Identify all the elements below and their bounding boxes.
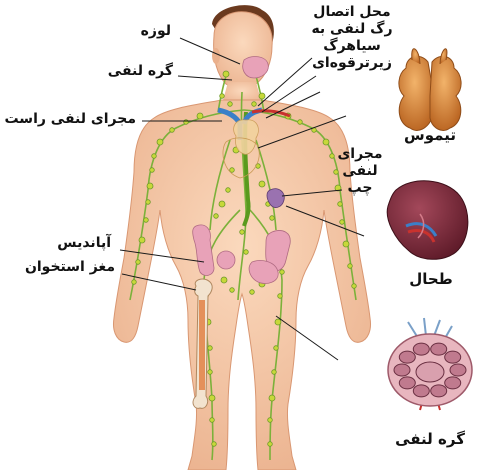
lymph-node-dot: [343, 241, 349, 247]
lymph-node-dot: [152, 154, 157, 159]
lymph-node-dot: [221, 277, 227, 283]
lymph-node-dot: [223, 71, 229, 77]
lymph-node-dot: [150, 168, 155, 173]
label-spleen: طحال: [396, 272, 466, 287]
lymph-follicle: [413, 385, 429, 397]
lymph-node-dot: [272, 370, 277, 375]
lymph-node-dot: [170, 128, 175, 133]
lymph-node-dot: [212, 442, 217, 447]
lymph-node-dot: [208, 370, 213, 375]
lymph-node-dot: [338, 202, 343, 207]
lymph-node-dot: [348, 264, 353, 269]
lymph-node-dot: [220, 94, 225, 99]
lymph-node-dot: [228, 102, 233, 107]
lymph-node-dot: [252, 102, 257, 107]
lymph-node-dot: [219, 201, 225, 207]
lymph-node-dot: [184, 120, 189, 125]
lymph-node-dot: [136, 260, 141, 265]
lymph-node-dot: [139, 237, 145, 243]
lymph-node-dot: [259, 93, 265, 99]
lymph-node-dot: [157, 139, 163, 145]
lymph-node-dot: [250, 290, 255, 295]
label-junction: محل اتصال رگ لنفی به سیاهرگ زیرترقوه‌ای: [302, 4, 402, 72]
label-right-lymphatic-duct: مجرای لنفی راست: [4, 112, 136, 126]
lymph-node-dot: [214, 214, 219, 219]
lymph-node-dot: [323, 139, 329, 145]
lymph-node-dot: [197, 113, 203, 119]
lymph-node-dot: [226, 188, 231, 193]
lymph-node-dot: [144, 218, 149, 223]
lymph-node-dot: [268, 418, 273, 423]
lymph-node-dot: [209, 395, 215, 401]
lymph-follicle: [445, 377, 461, 389]
lymph-node-dot: [240, 230, 245, 235]
lymph-node-dot: [230, 288, 235, 293]
thymus-organ-illustration: [399, 49, 461, 131]
lymph-node-dot: [146, 200, 151, 205]
lymph-follicle: [450, 364, 466, 376]
label-thymus: تیموس: [388, 128, 472, 143]
lymph-follicle: [445, 351, 461, 363]
label-lymph-node-left: گره لنفی: [108, 64, 173, 78]
lymph-node-dot: [268, 442, 273, 447]
spleen-organ-illustration: [387, 181, 468, 259]
lymph-follicle: [413, 343, 429, 355]
lymph-node-dot: [208, 346, 213, 351]
lymph-node-dot: [270, 216, 275, 221]
lymph-node-dot: [280, 270, 285, 275]
lymph-node-cross-section: [388, 318, 472, 410]
label-tonsil: لوزه: [141, 24, 171, 38]
lymph-node-dot: [269, 395, 275, 401]
lymph-node-dot: [275, 319, 281, 325]
lymph-node-dot: [210, 418, 215, 423]
lymph-follicle: [431, 343, 447, 355]
lymph-node-dot: [340, 220, 345, 225]
lymph-follicle: [394, 364, 410, 376]
label-bone-marrow: مغز استخوان: [25, 260, 115, 274]
label-appendix: آپاندیس: [57, 236, 111, 250]
lymph-node-dot: [244, 250, 249, 255]
lymph-node-dot: [132, 280, 137, 285]
lymph-node-dot: [230, 168, 235, 173]
lymph-follicle: [399, 377, 415, 389]
lymph-node-dot: [278, 294, 283, 299]
label-lymph-node-bottom: گره لنفی: [390, 432, 470, 447]
lymph-node-dot: [147, 183, 153, 189]
head: [214, 12, 273, 89]
lymph-node-dot: [298, 120, 303, 125]
lymph-node-dot: [274, 346, 279, 351]
lymph-follicle: [399, 351, 415, 363]
label-left-lymphatic-duct: مجرای لنفی چپ: [328, 146, 392, 197]
ear: [212, 48, 220, 64]
lymph-node-dot: [352, 284, 357, 289]
lymph-node-dot: [259, 181, 265, 187]
lymph-follicle: [431, 385, 447, 397]
